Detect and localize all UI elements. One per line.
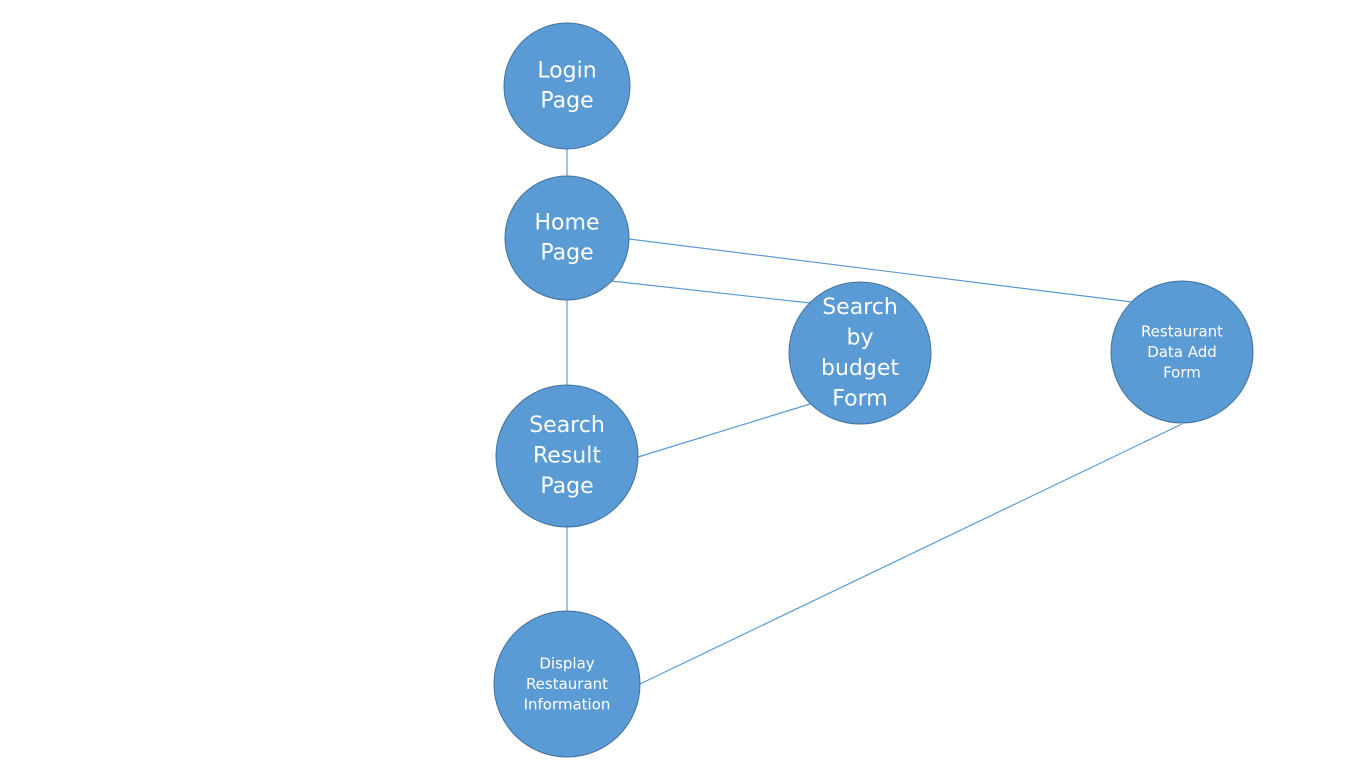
node-label-line: Result bbox=[533, 444, 601, 469]
node-circle bbox=[788, 281, 932, 425]
node-circle bbox=[495, 384, 639, 528]
node-circle bbox=[504, 175, 630, 301]
node-label-line: Form bbox=[832, 386, 887, 411]
node-label-line: Information bbox=[524, 696, 611, 714]
node-label-line: by bbox=[847, 325, 874, 350]
edges bbox=[566, 149, 1183, 685]
node-label-line: Display bbox=[539, 655, 594, 673]
node-label-line: budget bbox=[821, 356, 899, 381]
edge-home-to-restaurant-add bbox=[628, 238, 1133, 303]
nodes: LoginPageHomePageSearchbybudgetFormResta… bbox=[493, 22, 1254, 758]
node-label-line: Data Add bbox=[1147, 343, 1217, 361]
node-label-line: Login bbox=[537, 59, 596, 84]
node-label-line: Search bbox=[822, 295, 898, 320]
node-label-line: Form bbox=[1163, 364, 1201, 382]
edge-budget-to-search-result bbox=[637, 403, 811, 458]
node-label-line: Page bbox=[540, 241, 593, 266]
node-label-line: Restaurant bbox=[1141, 323, 1223, 341]
node-label-line: Page bbox=[540, 474, 593, 499]
node-circle bbox=[1110, 280, 1254, 424]
node-label-line: Restaurant bbox=[526, 675, 608, 693]
node-circle bbox=[493, 610, 641, 758]
node-label-line: Home bbox=[535, 211, 600, 236]
edge-restaurant-add-to-display bbox=[639, 423, 1183, 685]
node-label-line: Page bbox=[540, 89, 593, 114]
edge-home-to-budget bbox=[610, 280, 811, 304]
node-label-line: Search bbox=[529, 413, 605, 438]
node-circle bbox=[503, 22, 631, 150]
